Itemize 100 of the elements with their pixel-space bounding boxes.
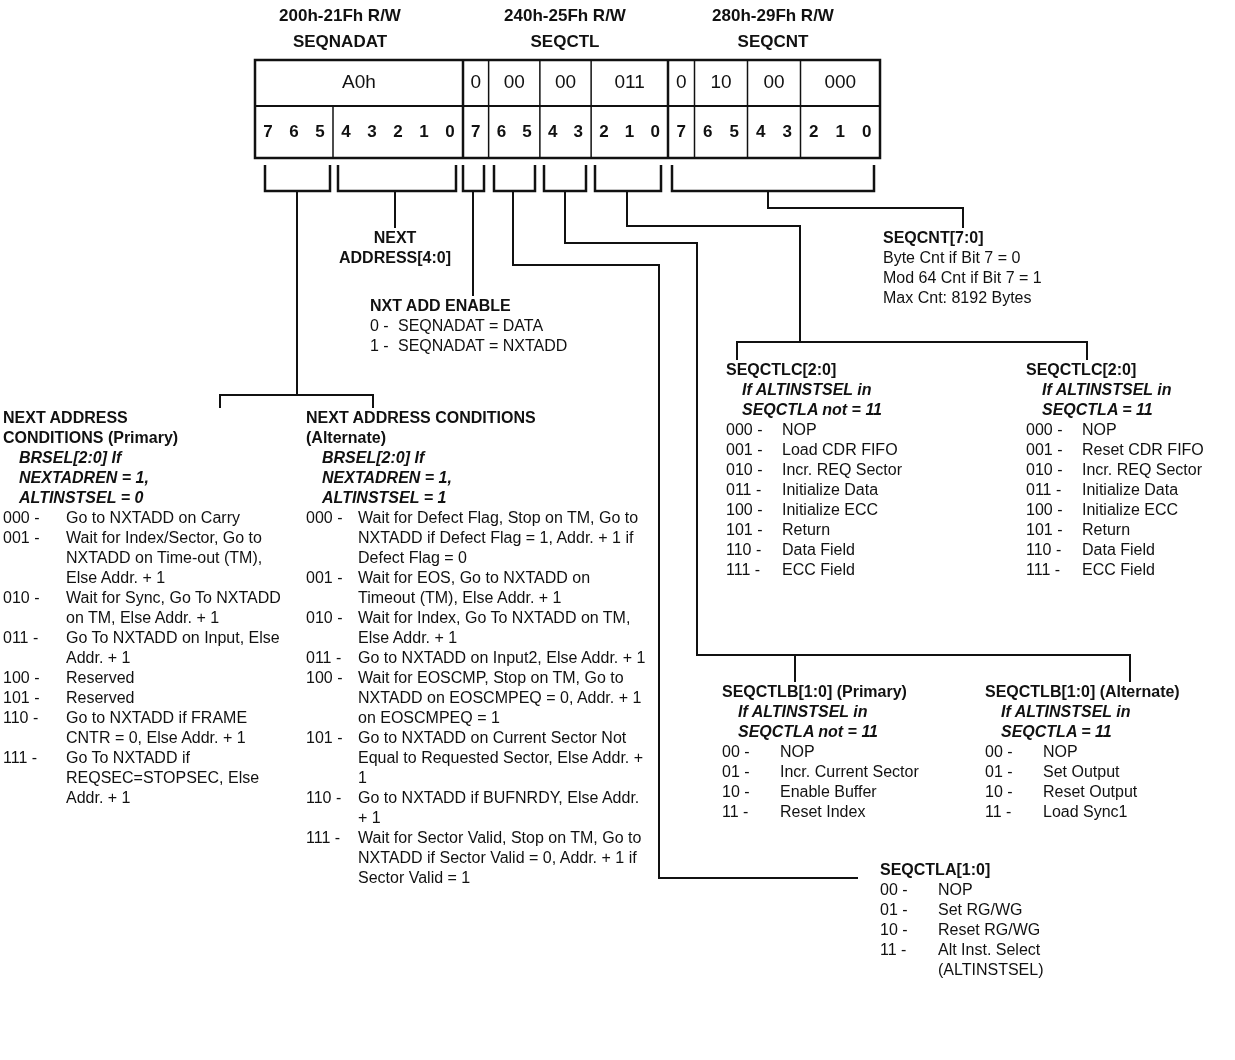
bit-number: 0	[862, 122, 872, 142]
bit-code: 001 -	[726, 440, 764, 460]
bit-code: 000 -	[1026, 420, 1064, 440]
code-description: Reset CDR FIFO	[1082, 441, 1204, 458]
bit-number: 5	[315, 122, 325, 142]
bit-number: 4	[547, 122, 558, 142]
bit-number: 3	[782, 122, 792, 142]
bit-code: 000 -	[3, 508, 41, 528]
field-value: 00	[554, 72, 577, 92]
bit-code: 010 -	[1026, 460, 1064, 480]
code-description: ECC Field	[1082, 561, 1155, 578]
bit-code: 100 -	[1026, 500, 1064, 520]
bit-code: 100 -	[306, 668, 344, 688]
bit-code: 1 -	[370, 336, 390, 356]
code-description: Set RG/WG	[938, 901, 1023, 918]
code-description: ECC Field	[782, 561, 855, 578]
bit-code: 101 -	[1026, 520, 1064, 540]
bit-number: 0	[445, 122, 455, 142]
field-heading: SEQCTLC[2:0]	[726, 361, 837, 378]
bit-number: 7	[676, 122, 686, 142]
code-description: Incr. REQ Sector	[782, 461, 903, 478]
bracket	[493, 165, 536, 192]
bit-code: 00 -	[985, 742, 1014, 762]
bit-number: 5	[729, 122, 739, 142]
field-note: Mod 64 Cnt if Bit 7 = 1	[883, 269, 1042, 286]
code-description: Initialize Data	[1082, 481, 1179, 498]
code-description: Reset RG/WG	[938, 921, 1041, 938]
register-name: SEQCTL	[530, 32, 600, 52]
bit-code: 110 -	[1026, 540, 1063, 560]
code-description: NOP	[782, 421, 817, 438]
code-description: Data Field	[782, 541, 855, 558]
code-description: SEQNADAT = NXTADD	[398, 337, 568, 354]
condition-text: If ALTINSTSEL in SEQCTLA not = 11	[738, 703, 878, 740]
register-address: 240h-25Fh R/W	[504, 6, 626, 26]
code-description: Wait for EOSCMP, Stop on TM, Go to NXTADD on EOSCMPEQ = 0, Addr. + 1 on EOSCMPEQ = 1	[358, 669, 642, 726]
bit-number: 0	[650, 122, 660, 142]
code-description: Wait for Sector Valid, Stop on TM, Go to NXTADD if Sector Valid = 0, Addr. + 1 if Sector Valid = 1	[358, 829, 642, 886]
bit-number: 6	[703, 122, 713, 142]
bit-code: 01 -	[722, 762, 751, 782]
bit-code: 010 -	[306, 608, 344, 628]
connector-line	[394, 191, 396, 229]
field-heading: SEQCNT[7:0]	[883, 229, 984, 246]
code-description: Go to NXTADD if FRAME CNTR = 0, Else Addr. + 1	[66, 709, 248, 746]
code-description: Go to NXTADD on Input2, Else Addr. + 1	[358, 649, 646, 666]
bit-code: 101 -	[726, 520, 764, 540]
bit-code: 11 -	[880, 940, 908, 960]
code-description: Wait for Sync, Go To NXTADD on TM, Else Addr. + 1	[66, 589, 281, 626]
bit-number: 5	[522, 122, 532, 142]
code-description: NOP	[1082, 421, 1117, 438]
register-address: 280h-29Fh R/W	[712, 6, 834, 26]
bit-code: 100 -	[3, 668, 41, 688]
bit-number: 7	[471, 122, 481, 142]
bit-code: 0 -	[370, 316, 390, 336]
bit-code: 011 -	[3, 628, 40, 648]
bit-number: 4	[756, 122, 766, 142]
bit-code: 110 -	[3, 708, 40, 728]
connector-line	[626, 191, 1088, 361]
bit-number: 6	[289, 122, 299, 142]
bit-code: 110 -	[726, 540, 763, 560]
bracket	[543, 165, 587, 192]
code-description: Go To NXTADD if REQSEC=STOPSEC, Else Addr. + 1	[66, 749, 260, 806]
code-description: Reserved	[66, 689, 135, 706]
bit-code: 111 -	[1026, 560, 1062, 580]
condition-text: If ALTINSTSEL in SEQCTLA = 11	[1001, 703, 1131, 740]
field-value: 0	[470, 72, 482, 92]
bit-code: 11 -	[722, 802, 750, 822]
bit-code: 01 -	[985, 762, 1014, 782]
code-description: Initialize ECC	[782, 501, 879, 518]
bit-number: 3	[367, 122, 377, 142]
code-description: Wait for Defect Flag, Stop on TM, Go to NXTADD if Defect Flag = 1, Addr. + 1 if Defect Flag = 0	[358, 509, 639, 566]
bit-code: 100 -	[726, 500, 764, 520]
bit-number: 3	[573, 122, 584, 142]
condition-text: If ALTINSTSEL in SEQCTLA not = 11	[742, 381, 882, 418]
bit-code: 011 -	[306, 648, 343, 668]
field-value: 011	[614, 72, 645, 92]
connector-line	[564, 191, 1131, 683]
code-description: Reset Index	[780, 803, 866, 820]
code-description: Initialize Data	[782, 481, 879, 498]
bit-number: 6	[496, 122, 507, 142]
bracket	[462, 165, 485, 192]
field-value: 00	[503, 72, 525, 92]
code-description: Go to NXTADD on Carry	[66, 509, 240, 526]
bit-code: 011 -	[726, 480, 763, 500]
field-note: Max Cnt: 8192 Bytes	[883, 289, 1032, 306]
bracket	[594, 165, 662, 192]
field-value: 00	[763, 72, 785, 92]
bit-code: 011 -	[1026, 480, 1063, 500]
field-heading: NEXT ADDRESS CONDITIONS (Primary)	[3, 409, 179, 446]
connector-line	[472, 191, 474, 297]
condition-text: If ALTINSTSEL in SEQCTLA = 11	[1042, 381, 1172, 418]
bit-code: 000 -	[726, 420, 764, 440]
bit-code: 010 -	[726, 460, 764, 480]
register-name: SEQNADAT	[292, 32, 388, 52]
code-description: Go to NXTADD on Current Sector Not Equal to Requested Sector, Else Addr. + 1	[358, 729, 644, 786]
code-description: Set Output	[1043, 763, 1120, 780]
code-description: Wait for Index/Sector, Go to NXTADD on Time-out (TM), Else Addr. + 1	[66, 529, 263, 586]
connector-line	[512, 191, 859, 879]
field-heading: NEXT ADDRESS CONDITIONS (Alternate)	[306, 409, 536, 446]
code-description: Load Sync1	[1043, 803, 1128, 820]
bit-code: 000 -	[306, 508, 344, 528]
